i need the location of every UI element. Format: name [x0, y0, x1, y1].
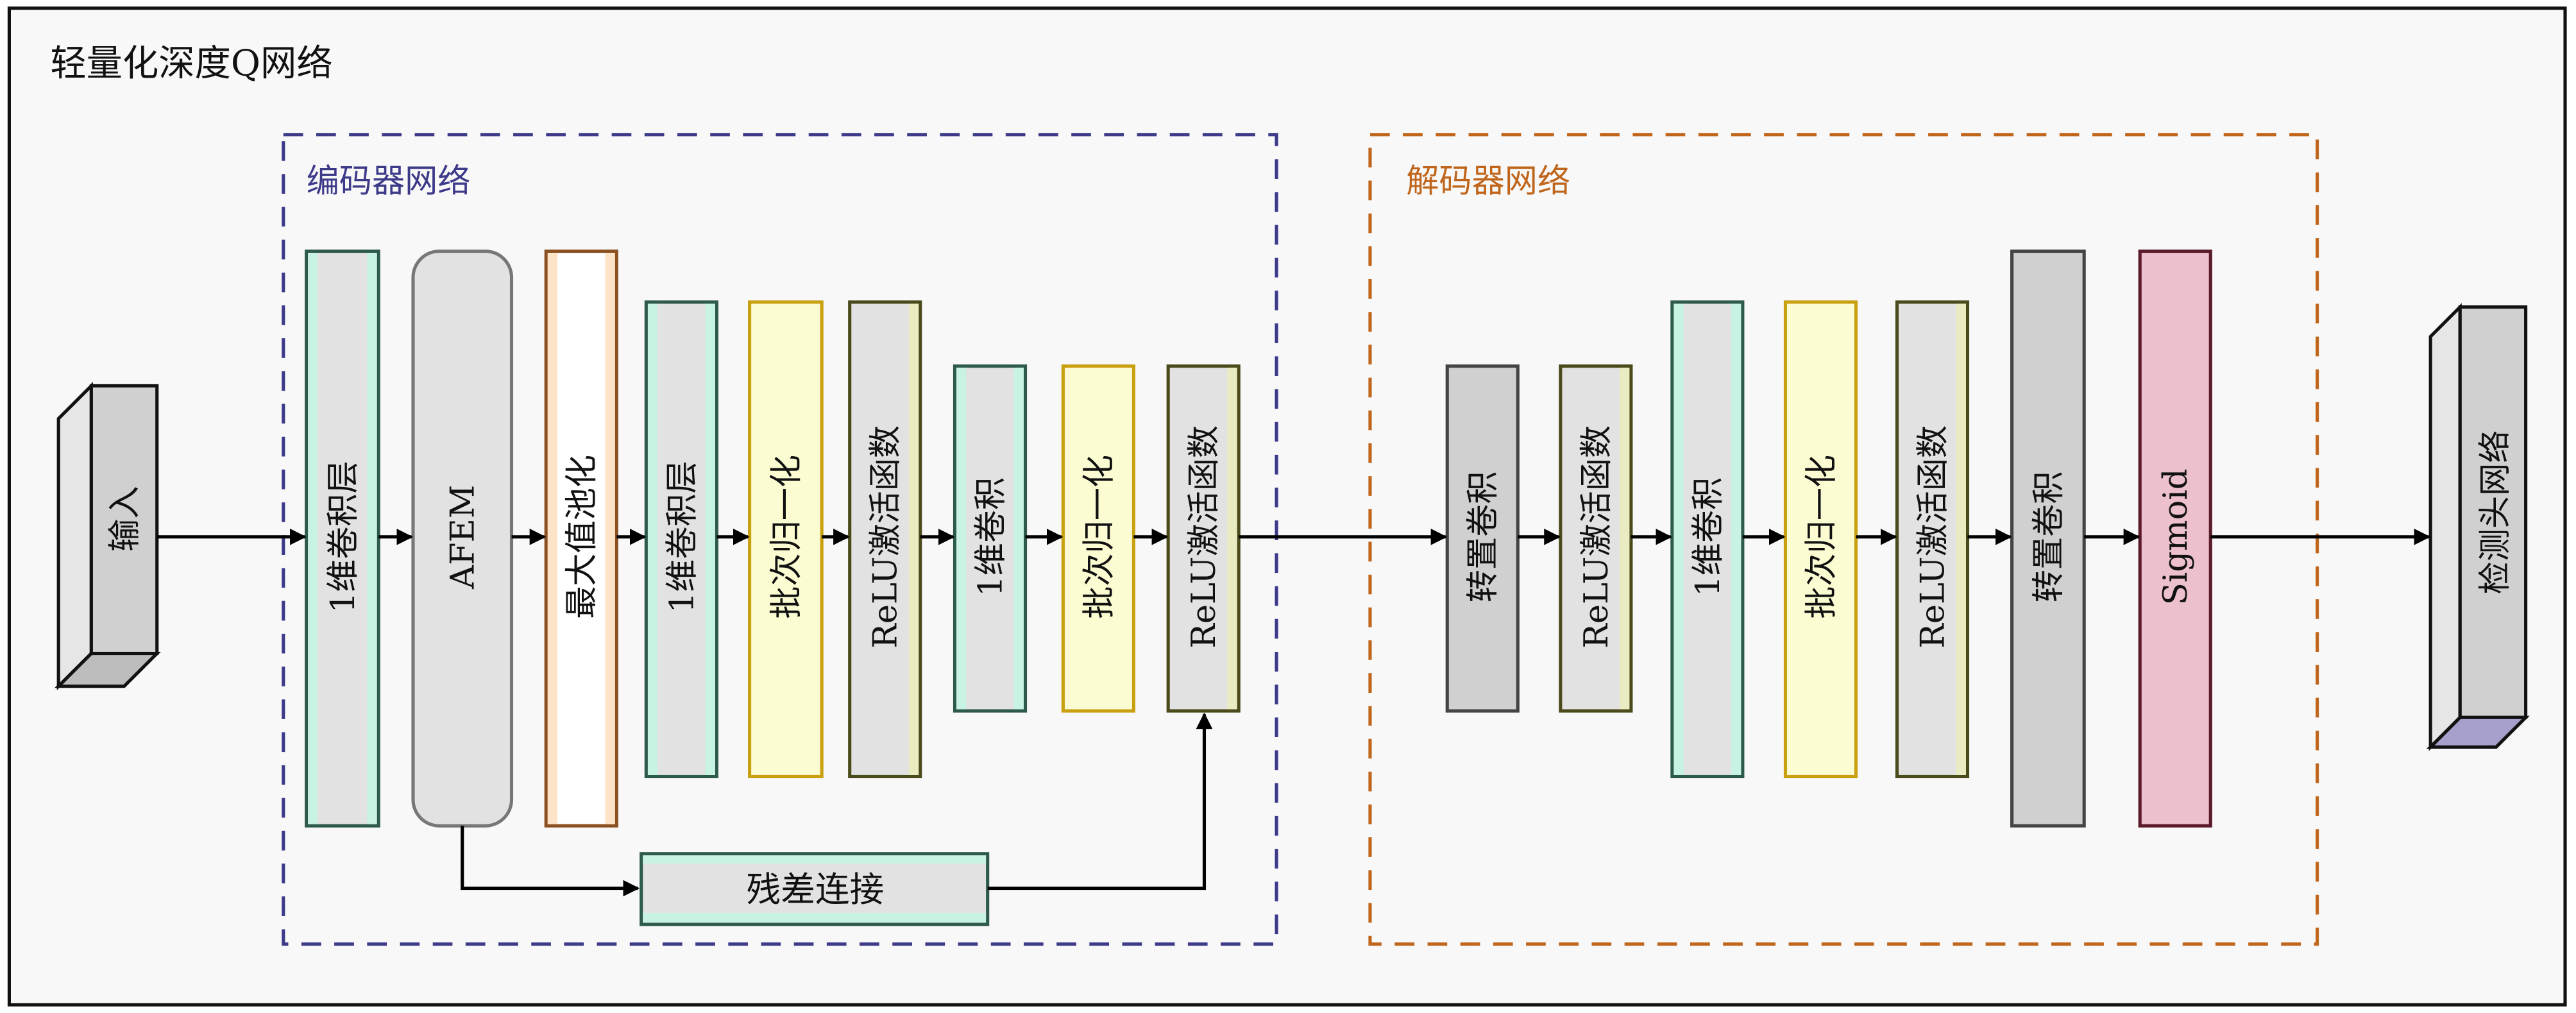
- block-enc-bn2: 批次归一化: [1061, 364, 1135, 713]
- dec-bn1-label: 批次归一化: [1802, 455, 1840, 619]
- enc-conv2-label: 1维卷积层: [663, 461, 701, 613]
- enc-relu2-stripe-right: [1227, 368, 1237, 710]
- dec-relu1-box: [1559, 364, 1633, 713]
- dec-relu1-stripe-right: [1619, 368, 1630, 710]
- input-bottom-face: [55, 651, 161, 688]
- dec-tconv1-box: [1445, 364, 1520, 713]
- dec-conv1-box: [1670, 300, 1745, 779]
- enc-conv1-label: 1维卷积层: [324, 461, 362, 613]
- output-label: 检测头网络: [2476, 430, 2514, 595]
- enc-conv1-box: [305, 249, 380, 828]
- dec-relu2-stripe-right: [1956, 303, 1966, 775]
- blocks-layer: 1维卷积层 AFEM 最大值池化 1维卷积层 批次归一化 ReLU激活函数 1维卷积 批次归一…: [305, 249, 2212, 828]
- enc-conv3-stripe-right: [1013, 368, 1024, 710]
- output-bottom-face: [2426, 715, 2530, 749]
- dec-conv1-stripe-left: [1674, 303, 1684, 775]
- enc-relu1-stripe-right: [908, 303, 919, 775]
- input-side-face: [56, 382, 93, 690]
- block-dec-tconv2: 转置卷积: [2010, 249, 2086, 828]
- enc-maxpool-stripe-left: [547, 253, 558, 824]
- diagram-title: 轻量化深度Q网络: [50, 43, 332, 85]
- output-side-face: [2428, 303, 2462, 751]
- block-enc-afem: AFEM: [411, 249, 514, 828]
- input-block: 输入: [55, 382, 161, 690]
- block-enc-conv3: 1维卷积: [953, 364, 1028, 713]
- block-dec-tconv1: 转置卷积: [1445, 364, 1520, 713]
- enc-conv1-stripe-left: [308, 253, 318, 824]
- residual-out-connector: [987, 712, 1213, 890]
- dec-tconv1-label: 转置卷积: [1464, 472, 1502, 603]
- enc-conv2-box: [644, 300, 718, 779]
- dec-bn1-box: [1783, 300, 1858, 779]
- enc-conv2-stripe-right: [705, 303, 715, 775]
- enc-maxpool-box: [544, 249, 618, 828]
- enc-relu1-box: [848, 300, 922, 779]
- block-dec-conv1: 1维卷积: [1670, 300, 1745, 779]
- block-enc-bn1: 批次归一化: [748, 300, 824, 779]
- enc-bn2-label: 批次归一化: [1080, 455, 1118, 619]
- enc-maxpool-label: 最大值池化: [563, 455, 601, 619]
- dec-conv1-label: 1维卷积: [1689, 477, 1727, 597]
- enc-conv3-box: [953, 364, 1028, 713]
- block-dec-bn1: 批次归一化: [1783, 300, 1858, 779]
- encoder-group-border: [282, 133, 1278, 946]
- output-block: 检测头网络: [2426, 303, 2530, 751]
- residual-stripe-bottom: [643, 912, 987, 923]
- block-enc-relu1: ReLU激活函数: [848, 300, 922, 779]
- enc-relu2-label: ReLU激活函数: [1185, 425, 1223, 649]
- enc-relu1-label: ReLU激活函数: [867, 425, 905, 649]
- enc-conv3-stripe-left: [956, 368, 967, 710]
- block-enc-relu2: ReLU激活函数: [1166, 364, 1241, 713]
- residual-stripe-top: [643, 855, 987, 864]
- residual-in-connector: [461, 826, 640, 897]
- input-label: 输入: [105, 486, 144, 552]
- decoder-group-label: 解码器网络: [1406, 162, 1570, 200]
- enc-maxpool-stripe-right: [605, 253, 615, 824]
- block-dec-sigmoid: Sigmoid: [2138, 249, 2212, 828]
- enc-conv3-label: 1维卷积: [971, 477, 1010, 597]
- dec-conv1-stripe-right: [1731, 303, 1741, 775]
- dec-sigmoid-box: [2138, 249, 2212, 828]
- decoder-group-border: [1368, 133, 2319, 946]
- dec-relu2-label: ReLU激活函数: [1913, 425, 1952, 649]
- block-enc-conv2: 1维卷积层: [644, 300, 718, 779]
- enc-bn1-box: [748, 300, 824, 779]
- block-enc-conv1: 1维卷积层: [305, 249, 380, 828]
- dec-tconv2-label: 转置卷积: [2029, 472, 2068, 603]
- dec-sigmoid-label: Sigmoid: [2157, 469, 2195, 606]
- residual-label: 残差连接: [746, 869, 884, 910]
- block-dec-relu2: ReLU激活函数: [1895, 300, 1970, 779]
- input-front-face: [89, 384, 159, 656]
- residual-block: 残差连接: [640, 852, 990, 926]
- encoder-group-label: 编码器网络: [307, 162, 471, 200]
- dec-relu2-box: [1895, 300, 1970, 779]
- enc-conv2-stripe-left: [647, 303, 658, 775]
- enc-conv1-stripe-right: [367, 253, 377, 824]
- block-enc-maxpool: 最大值池化: [544, 249, 618, 828]
- enc-afem-label: AFEM: [444, 485, 482, 590]
- dec-relu1-label: ReLU激活函数: [1577, 425, 1616, 649]
- block-dec-relu1: ReLU激活函数: [1559, 364, 1633, 713]
- enc-bn1-label: 批次归一化: [767, 455, 806, 619]
